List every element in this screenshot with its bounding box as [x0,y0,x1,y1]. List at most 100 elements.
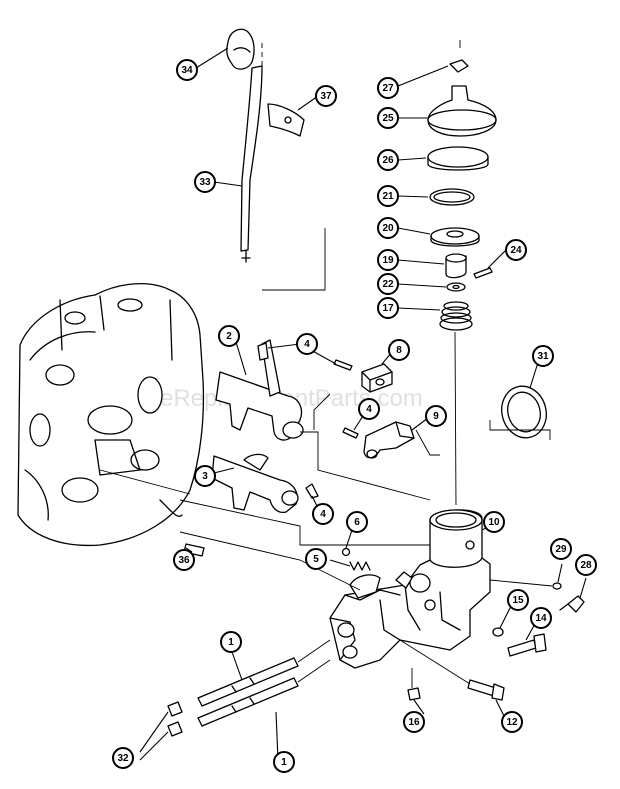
callout-number: 1 [281,757,287,768]
callout-balloon [507,589,529,611]
callout-number: 2 [226,331,232,342]
pin-24-part [473,267,493,279]
callout-balloon [575,554,597,576]
callout-number: 3 [202,471,208,482]
spring-5-part [349,561,371,571]
callout-2: 2 [218,325,240,347]
callout-number: 20 [382,223,394,234]
callout-number: 37 [320,91,332,102]
callout-balloon [377,149,399,171]
callout-25: 25 [377,107,399,129]
callout-number: 19 [382,255,394,266]
callout-balloon [305,548,327,570]
callout-balloon [530,607,552,629]
pin-4b-part [333,359,353,371]
callout-number: 21 [382,191,394,202]
callout-3: 3 [194,465,216,487]
callout-balloon [377,249,399,271]
shift-rail-lower-part [197,677,299,727]
callout-balloon [112,747,134,769]
shift-knob-part [226,28,255,70]
callout-27: 27 [377,77,399,99]
clamp-26-part [427,146,489,171]
callout-balloon [220,631,242,653]
callout-20: 20 [377,217,399,239]
callout-balloon [315,85,337,107]
callout-balloon [425,405,447,427]
transmission-housing [17,283,205,547]
ball-6-part [341,547,351,557]
cylinder-19-part [445,253,467,279]
bolt-14-part [507,633,547,657]
callout-4: 4 [312,503,334,525]
callout-number: 32 [117,753,129,764]
callout-number: 6 [354,517,360,528]
plug-32b-part [167,721,183,737]
pin-4d-part [305,483,319,499]
callout-number: 10 [488,517,500,528]
leader-lines [139,47,587,761]
callout-balloon [501,711,523,733]
clip-27-part [449,59,469,73]
callout-balloon [377,273,399,295]
callout-5: 5 [305,548,327,570]
callout-number: 12 [506,717,518,728]
callout-balloon [173,549,195,571]
callout-number: 25 [382,113,394,124]
shift-fork-3-part [211,453,299,514]
callout-number: 16 [408,717,420,728]
plug-16-part [407,687,421,701]
callout-number: 33 [199,177,211,188]
shift-rail-upper-part [197,657,299,707]
callout-balloon [377,77,399,99]
bolt-12-part [467,679,505,701]
block-9-part [363,421,415,459]
callout-26: 26 [377,149,399,171]
callout-balloon [483,511,505,533]
washer-15-part [492,627,504,637]
callout-balloon [403,711,425,733]
callout-14: 14 [530,607,552,629]
callout-36: 36 [173,549,195,571]
spring-17-part [439,301,473,331]
callout-number: 36 [178,555,190,566]
callout-balloon [218,325,240,347]
callout-10: 10 [483,511,505,533]
callout-balloon [273,751,295,773]
callout-number: 29 [555,544,567,555]
callout-17: 17 [377,297,399,319]
callout-balloon [296,333,318,355]
pin-4c-part [342,427,359,439]
callout-balloon [377,297,399,319]
callout-33: 33 [194,171,216,193]
callout-balloon [532,345,554,367]
callout-15: 15 [507,589,529,611]
callout-number: 34 [181,65,193,76]
callout-balloon [194,465,216,487]
callout-32: 32 [112,747,134,769]
callout-34: 34 [176,59,198,81]
ring-21-part [429,188,475,206]
callout-12: 12 [501,711,523,733]
plug-32a-part [167,701,183,717]
callout-number: 4 [304,339,310,350]
callout-number: 17 [382,303,394,314]
callout-number: 28 [580,560,592,571]
shift-lever-part [240,65,305,263]
callout-balloon [194,171,216,193]
callout-number: 31 [537,351,549,362]
shift-housing-10-part [329,509,491,669]
callout-number: 8 [396,345,402,356]
callout-balloon [377,217,399,239]
callout-number: 15 [512,595,524,606]
pin-4a-part [257,342,269,361]
callout-number: 24 [510,245,522,256]
callout-number: 4 [320,509,326,520]
callout-number: 4 [366,404,372,415]
callout-balloon [377,107,399,129]
callout-31: 31 [532,345,554,367]
callout-number: 14 [535,613,547,624]
callout-number: 22 [382,279,394,290]
callout-9: 9 [425,405,447,427]
